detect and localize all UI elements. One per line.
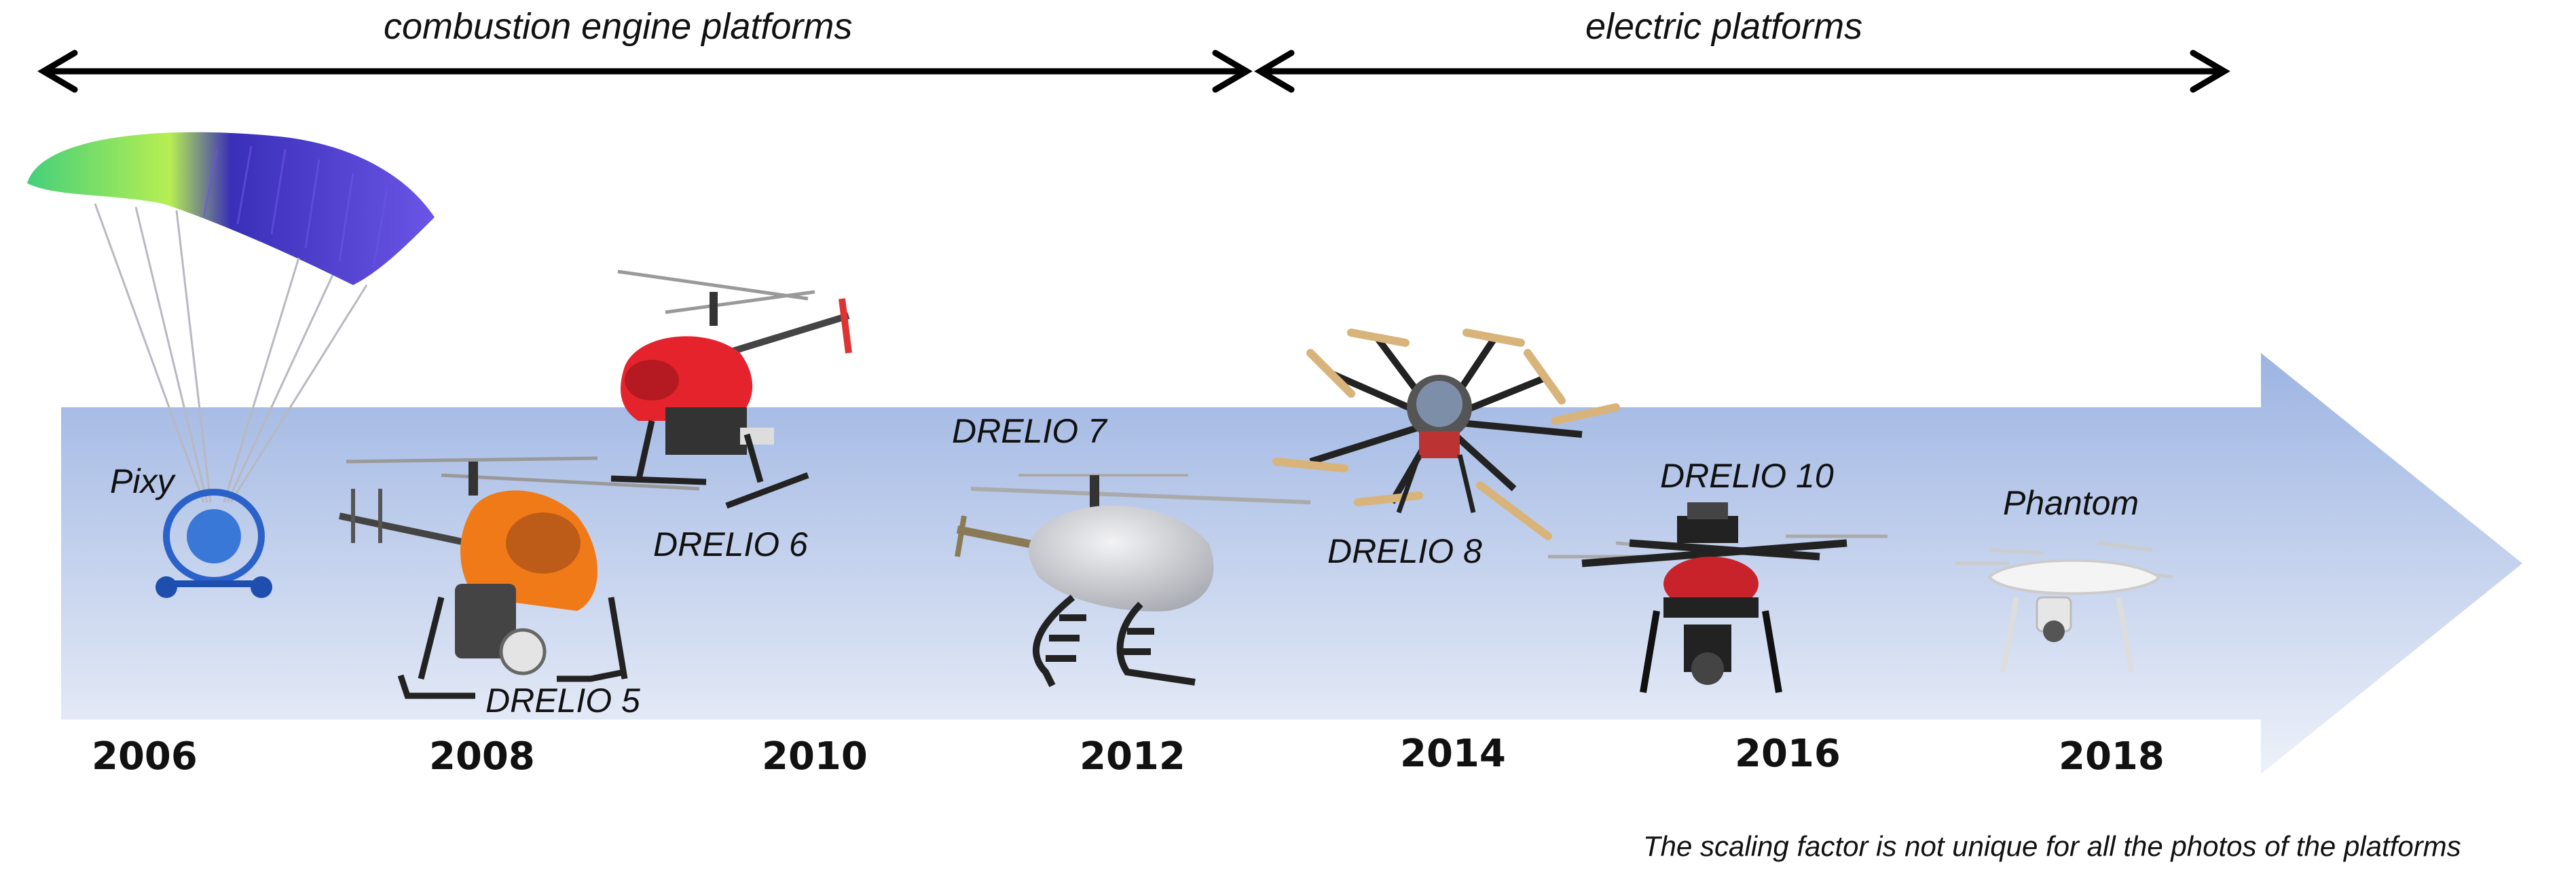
platform-label-drelio-7: DRELIO 7 (952, 412, 1107, 450)
platform-label-drelio-10: DRELIO 10 (1660, 457, 1834, 495)
pixy-illustration (27, 132, 435, 598)
drelio-8-illustration (1272, 329, 1620, 540)
drelio-10-illustration (1548, 502, 1888, 693)
drelio-7-illustration (955, 474, 1311, 688)
combustion-platforms-label: combustion engine platforms (384, 6, 853, 47)
timeline-arrow (61, 353, 2522, 774)
year-label-2010: 2010 (762, 734, 868, 779)
year-label-2006: 2006 (92, 734, 198, 779)
platform-label-pixy: Pixy (110, 462, 174, 500)
year-label-2014: 2014 (1400, 732, 1506, 776)
year-label-2012: 2012 (1080, 734, 1185, 779)
year-label-2008: 2008 (429, 734, 535, 779)
platform-label-drelio-6: DRELIO 6 (653, 525, 808, 563)
year-label-2016: 2016 (1735, 732, 1841, 776)
scaling-footnote: The scaling factor is not unique for all… (1643, 830, 2461, 862)
drelio-5-illustration (338, 456, 700, 699)
platform-label-drelio-5: DRELIO 5 (485, 682, 640, 720)
platform-label-drelio-8: DRELIO 8 (1327, 532, 1482, 570)
year-label-2018: 2018 (2059, 734, 2165, 779)
combustion-range-arrow (37, 50, 1253, 93)
drelio-6-illustration (610, 269, 852, 509)
electric-platforms-label: electric platforms (1585, 6, 1863, 47)
electric-range-arrow (1254, 50, 2230, 93)
phantom-illustration (1955, 541, 2173, 673)
platform-label-phantom: Phantom (2003, 484, 2139, 522)
